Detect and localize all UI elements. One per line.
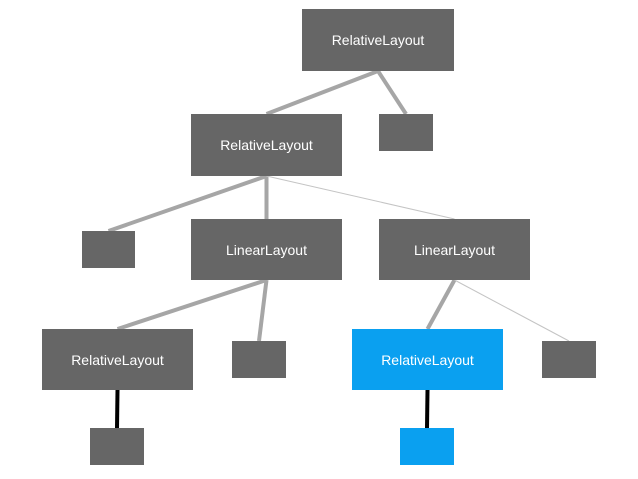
node-label xyxy=(379,114,433,151)
left-linearlayout-node: LinearLayout xyxy=(191,219,342,280)
bottom-left-leaf-view-node xyxy=(90,428,144,465)
edge-linear_left-to-leaf_mid_left xyxy=(257,279,269,342)
node-label: RelativeLayout xyxy=(381,351,474,368)
node-label: RelativeLayout xyxy=(331,32,425,48)
root-leaf-view-node xyxy=(379,114,433,151)
edge-linear_right-to-relative_right xyxy=(425,279,457,330)
child-relativelayout-node: RelativeLayout xyxy=(191,114,342,176)
selected-relativelayout-node: RelativeLayout xyxy=(352,329,503,390)
left-leaf-view-node xyxy=(82,231,135,268)
node-label xyxy=(542,341,596,378)
node-label: LinearLayout xyxy=(414,241,495,258)
node-label xyxy=(90,428,144,465)
root-relativelayout-node: RelativeLayout xyxy=(302,9,454,71)
selected-leaf-view-node xyxy=(400,428,454,465)
edge-linear_left-to-relative_left xyxy=(116,278,268,331)
bottom-left-relativelayout-node: RelativeLayout xyxy=(42,329,193,390)
node-label xyxy=(82,231,135,268)
node-label: LinearLayout xyxy=(226,241,307,258)
mid-leaf-view-node xyxy=(232,341,286,378)
edge-linear_right-to-leaf_far_right xyxy=(454,279,570,342)
edge-relative_right-to-leaf_bottom_right xyxy=(425,389,430,429)
node-label: RelativeLayout xyxy=(220,137,313,153)
node-label xyxy=(400,428,454,465)
edge-level1_relative-to-level2_leaf xyxy=(107,174,268,233)
far-right-leaf-view-node xyxy=(542,341,596,378)
edge-root-to-root_leaf xyxy=(376,69,408,116)
right-linearlayout-node: LinearLayout xyxy=(379,219,530,280)
edge-root-to-level1_relative xyxy=(265,69,379,116)
node-label: RelativeLayout xyxy=(71,351,164,368)
node-label xyxy=(232,341,286,378)
edge-level1_relative-to-linear_right xyxy=(266,175,455,220)
edge-relative_left-to-leaf_bottom_left xyxy=(115,389,120,429)
